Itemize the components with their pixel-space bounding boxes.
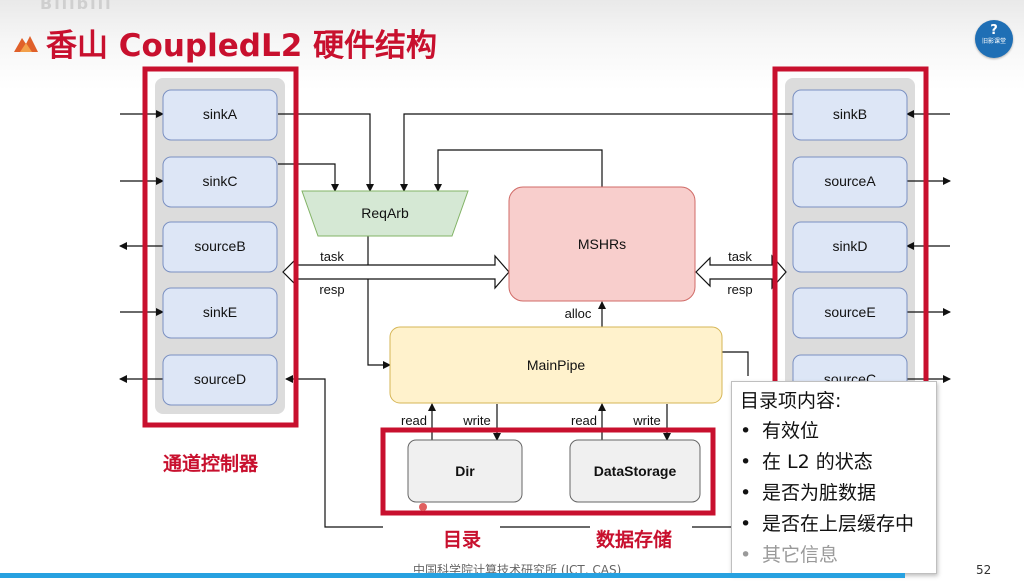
dir-label: Dir bbox=[455, 463, 475, 479]
sinke-label: sinkE bbox=[203, 304, 237, 320]
mainpipe-label: MainPipe bbox=[527, 357, 586, 373]
sinkc-node bbox=[162, 156, 278, 208]
channel-controller-label: 通道控制器 bbox=[163, 453, 259, 475]
sinkb-label: sinkB bbox=[833, 106, 867, 122]
popup-list: •有效位 •在 L2 的状态 •是否为脏数据 •是否在上层缓存中 •其它信息 bbox=[740, 416, 928, 571]
mainpipe-node bbox=[389, 326, 723, 404]
sinke-node bbox=[162, 287, 278, 339]
mshrs-node bbox=[508, 186, 696, 302]
directory-label: 目录 bbox=[443, 529, 482, 551]
read-ds-label: read bbox=[571, 413, 597, 428]
page-number: 52 bbox=[976, 563, 992, 577]
reqarb-node bbox=[301, 190, 469, 237]
right-task-resp-double-arrow bbox=[695, 254, 787, 290]
sourceb-label: sourceB bbox=[194, 238, 245, 254]
channel-controller-highlight bbox=[142, 66, 299, 428]
task-right-label: task bbox=[728, 249, 752, 264]
alloc-label: alloc bbox=[565, 306, 592, 321]
sinka-label: sinkA bbox=[203, 106, 238, 122]
sinkb-node bbox=[792, 89, 908, 141]
mountain-logo-icon bbox=[14, 36, 38, 52]
reqarb-label: ReqArb bbox=[361, 205, 409, 221]
page-title: 香山 CoupledL2 硬件结构 bbox=[46, 28, 438, 64]
channel-badge-icon: ? 旧影课堂 bbox=[975, 20, 1013, 58]
popup-item: •有效位 bbox=[740, 420, 820, 442]
pointer-dot bbox=[419, 503, 427, 511]
popup-item: •是否在上层缓存中 bbox=[740, 513, 915, 535]
footer-progress-bar bbox=[0, 573, 905, 578]
resp-left-label: resp bbox=[319, 282, 344, 297]
popup-item: •其它信息 bbox=[740, 544, 839, 566]
sinkd-label: sinkD bbox=[832, 238, 867, 254]
datastorage-label: DataStorage bbox=[594, 463, 677, 479]
popup-item: •在 L2 的状态 bbox=[740, 451, 873, 473]
storage-highlight bbox=[380, 427, 716, 516]
task-left-label: task bbox=[320, 249, 344, 264]
sourced-node bbox=[162, 354, 278, 406]
datastorage-node bbox=[569, 439, 701, 503]
dir-node bbox=[407, 439, 523, 503]
sourcee-label: sourceE bbox=[824, 304, 875, 320]
sourcea-label: sourceA bbox=[824, 173, 876, 189]
sinkc-label: sinkC bbox=[202, 173, 237, 189]
write-dir-label: write bbox=[462, 413, 490, 428]
write-ds-label: write bbox=[632, 413, 660, 428]
data-storage-label: 数据存储 bbox=[596, 529, 673, 551]
directory-entry-popup: 目录项内容: •有效位 •在 L2 的状态 •是否为脏数据 •是否在上层缓存中 … bbox=[731, 381, 937, 574]
sinka-node bbox=[162, 89, 278, 141]
mshrs-label: MSHRs bbox=[578, 236, 626, 252]
sinkd-node bbox=[792, 221, 908, 273]
popup-item: •是否为脏数据 bbox=[740, 482, 877, 504]
sourcee-node bbox=[792, 287, 908, 339]
watermark: Bilibili bbox=[40, 0, 113, 13]
resp-right-label: resp bbox=[727, 282, 752, 297]
popup-title: 目录项内容: bbox=[740, 390, 842, 412]
sourced-label: sourceD bbox=[194, 371, 246, 387]
read-dir-label: read bbox=[401, 413, 427, 428]
sourcea-node bbox=[792, 156, 908, 208]
left-task-resp-double-arrow bbox=[282, 254, 510, 290]
sourceb-node bbox=[162, 221, 278, 273]
